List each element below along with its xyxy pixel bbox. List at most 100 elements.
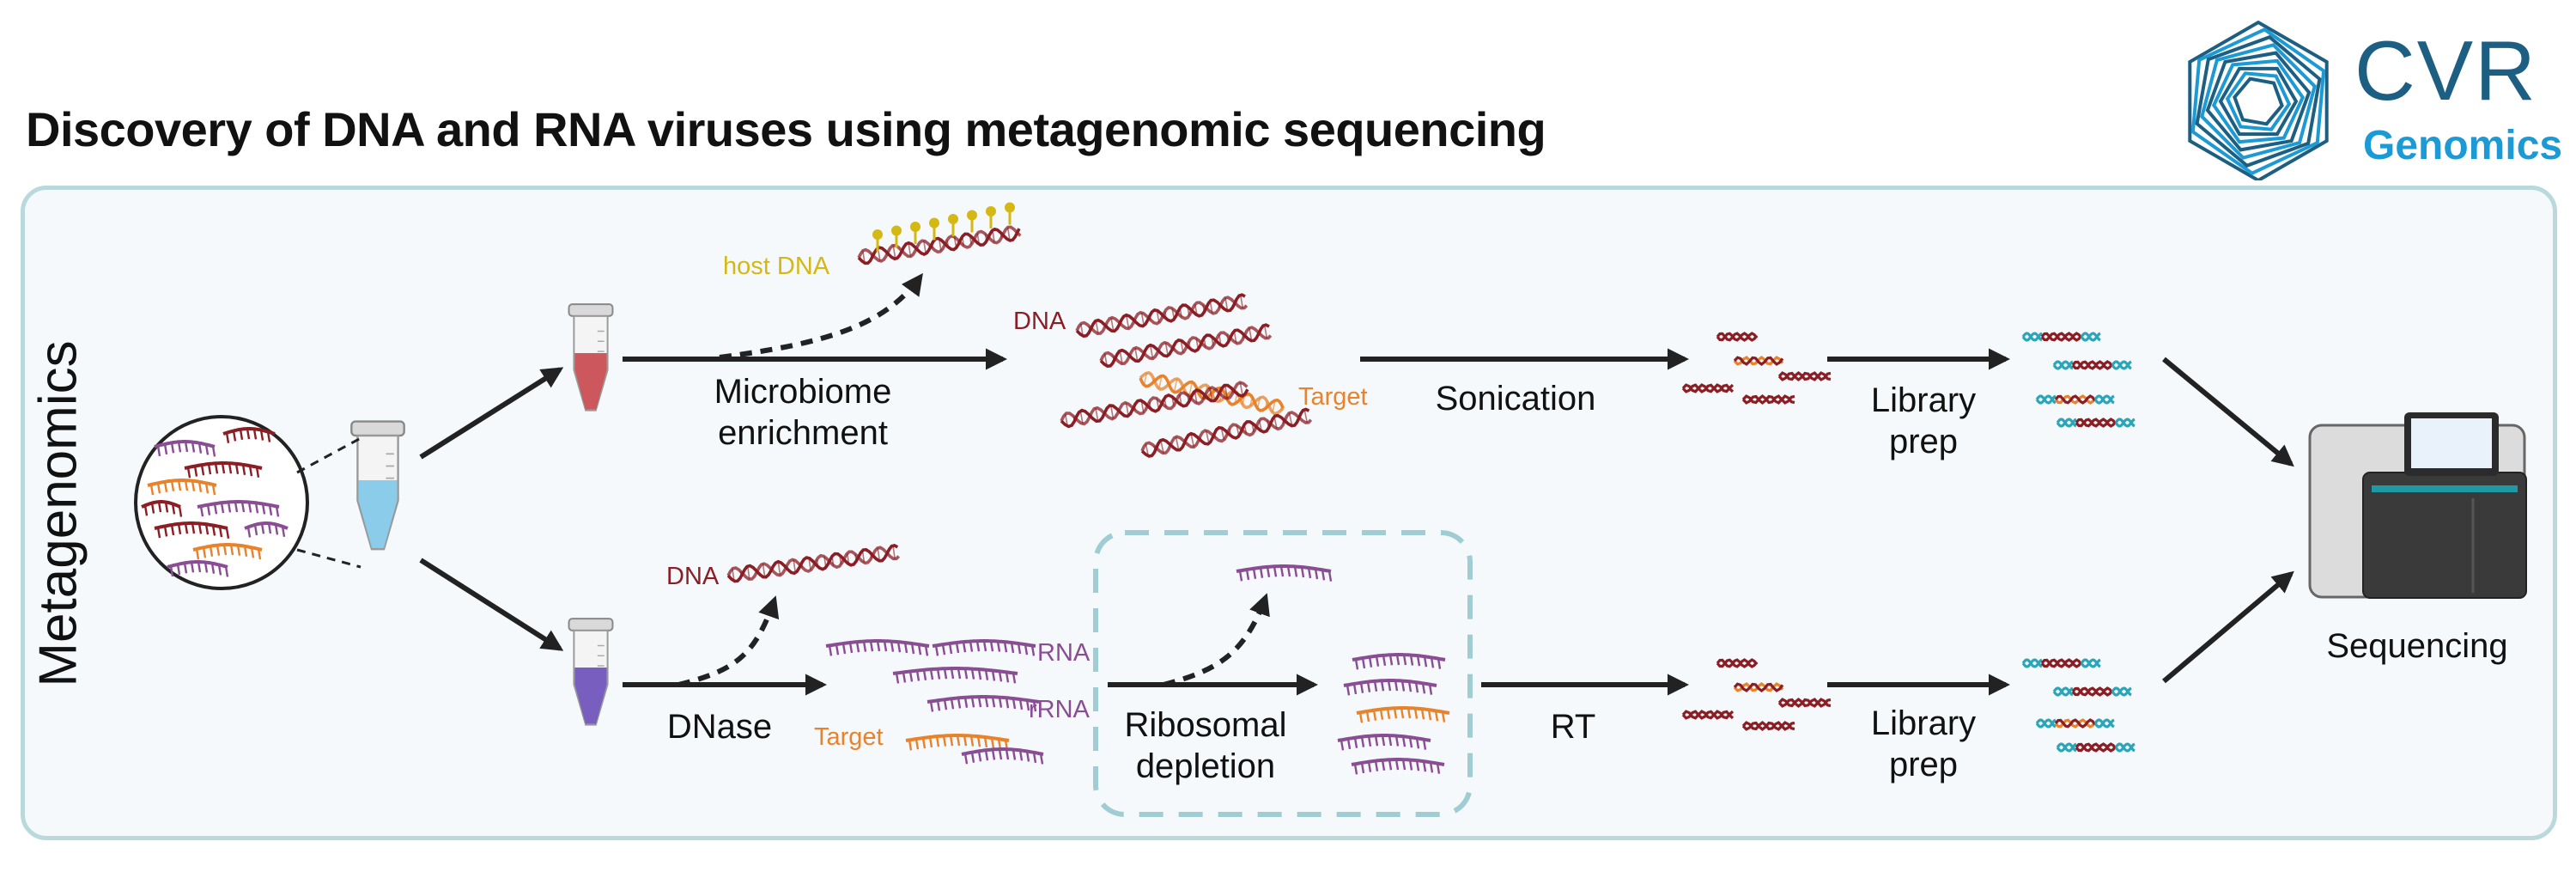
rna-base (229, 544, 234, 556)
helix-rung (1209, 387, 1213, 401)
adapter-left (2056, 418, 2077, 428)
fragment-strand (2080, 332, 2101, 342)
rna-backbone (961, 747, 1044, 756)
rna-base (250, 547, 255, 558)
rna-base (199, 506, 204, 517)
helix-rung (1095, 407, 1099, 422)
fragment-strand (1733, 682, 1784, 692)
rna-base (169, 565, 174, 577)
rna-base (239, 429, 244, 441)
helix-rung (1151, 378, 1155, 384)
rna-base (156, 445, 161, 457)
adapter-left (2021, 658, 2043, 668)
fragment-strand (2040, 658, 2083, 668)
arrow-to-sequencer-bottom (2162, 570, 2294, 684)
dna-fragment (1777, 697, 1832, 709)
helix-rung (1158, 375, 1163, 389)
rna-base (204, 524, 210, 535)
sample-strand (192, 543, 263, 560)
rna-base (210, 563, 216, 574)
fragment-strand (2071, 360, 2114, 370)
rna-base (1421, 683, 1426, 694)
rna-base (924, 645, 929, 656)
helix-rung (1258, 420, 1263, 432)
rna-base (211, 484, 216, 496)
rna-base (1434, 710, 1439, 722)
library-insert (2040, 658, 2083, 668)
logo-hexagon (2190, 27, 2326, 176)
rna-base (197, 481, 203, 492)
fragment-strand (1681, 383, 1735, 393)
rna-base (246, 428, 251, 440)
rna-base (206, 504, 211, 515)
rt-label: RT (1550, 708, 1596, 746)
rna-base (970, 752, 975, 763)
enriched-rna (1343, 679, 1437, 696)
dna-fragment (1681, 383, 1735, 393)
fragment-strand (2056, 418, 2077, 428)
rna-base (969, 735, 975, 747)
helix-rung (1233, 331, 1237, 344)
helix-rung (1157, 349, 1160, 352)
rna-base (177, 479, 182, 491)
helix-rung (1265, 400, 1268, 409)
helix-rung (908, 242, 912, 257)
rna-base (190, 562, 195, 573)
helix-rung (732, 568, 735, 582)
host-marker (948, 214, 958, 224)
sequencer-light (2372, 485, 2518, 492)
rna-base (274, 524, 279, 535)
rna-base (1361, 657, 1366, 669)
fragment-strand (2021, 332, 2043, 342)
rna-base (943, 668, 948, 680)
rna-base (234, 463, 240, 475)
removed-rrna (1236, 564, 1333, 582)
rna-base (1018, 750, 1024, 761)
helix-rung (1239, 382, 1243, 396)
rna-base (1340, 740, 1345, 751)
tube-liquid (358, 480, 398, 549)
fragment-strand (2021, 658, 2043, 668)
helix-rung (976, 233, 981, 245)
helix-rung (870, 253, 873, 259)
fragment-strand (2035, 394, 2057, 405)
rna-base (1259, 567, 1264, 578)
rna-base (184, 479, 189, 491)
helix-rung (1171, 308, 1176, 320)
helix-rung (793, 559, 797, 573)
rna-base (191, 442, 196, 453)
rna-backbone (222, 427, 276, 436)
rna-base (1346, 738, 1352, 750)
rna-base (240, 501, 246, 513)
helix-rung (1145, 443, 1150, 456)
rna-base (1409, 655, 1414, 666)
helix-rung (1140, 400, 1145, 413)
rna-base (191, 480, 196, 491)
helix-rung (1125, 402, 1129, 417)
helix-rung (1164, 342, 1169, 357)
helix-rung (1006, 227, 1011, 241)
rna-base (232, 430, 237, 442)
rna-base (1372, 710, 1377, 721)
rna-strand (825, 639, 930, 656)
fragment-strand (2071, 686, 2114, 697)
adapter-right (2080, 658, 2101, 668)
host-marker (910, 222, 920, 232)
rna-base (211, 525, 216, 536)
helix-rung (1263, 325, 1268, 339)
tube-liquid (574, 668, 607, 724)
rna-base (236, 545, 241, 556)
fragment-strand (1741, 720, 1795, 731)
rna-base (983, 736, 988, 748)
host-dna-helix (857, 225, 1022, 265)
helix-rung (992, 229, 995, 243)
fragment-strand (2075, 418, 2117, 428)
rna-base (1401, 759, 1406, 771)
sample-strand (147, 479, 217, 496)
adapter-right (2111, 686, 2132, 697)
rna-base (956, 735, 961, 747)
rna-backbone (1236, 564, 1332, 573)
rna-base (184, 522, 189, 534)
rna-base (1360, 762, 1365, 774)
